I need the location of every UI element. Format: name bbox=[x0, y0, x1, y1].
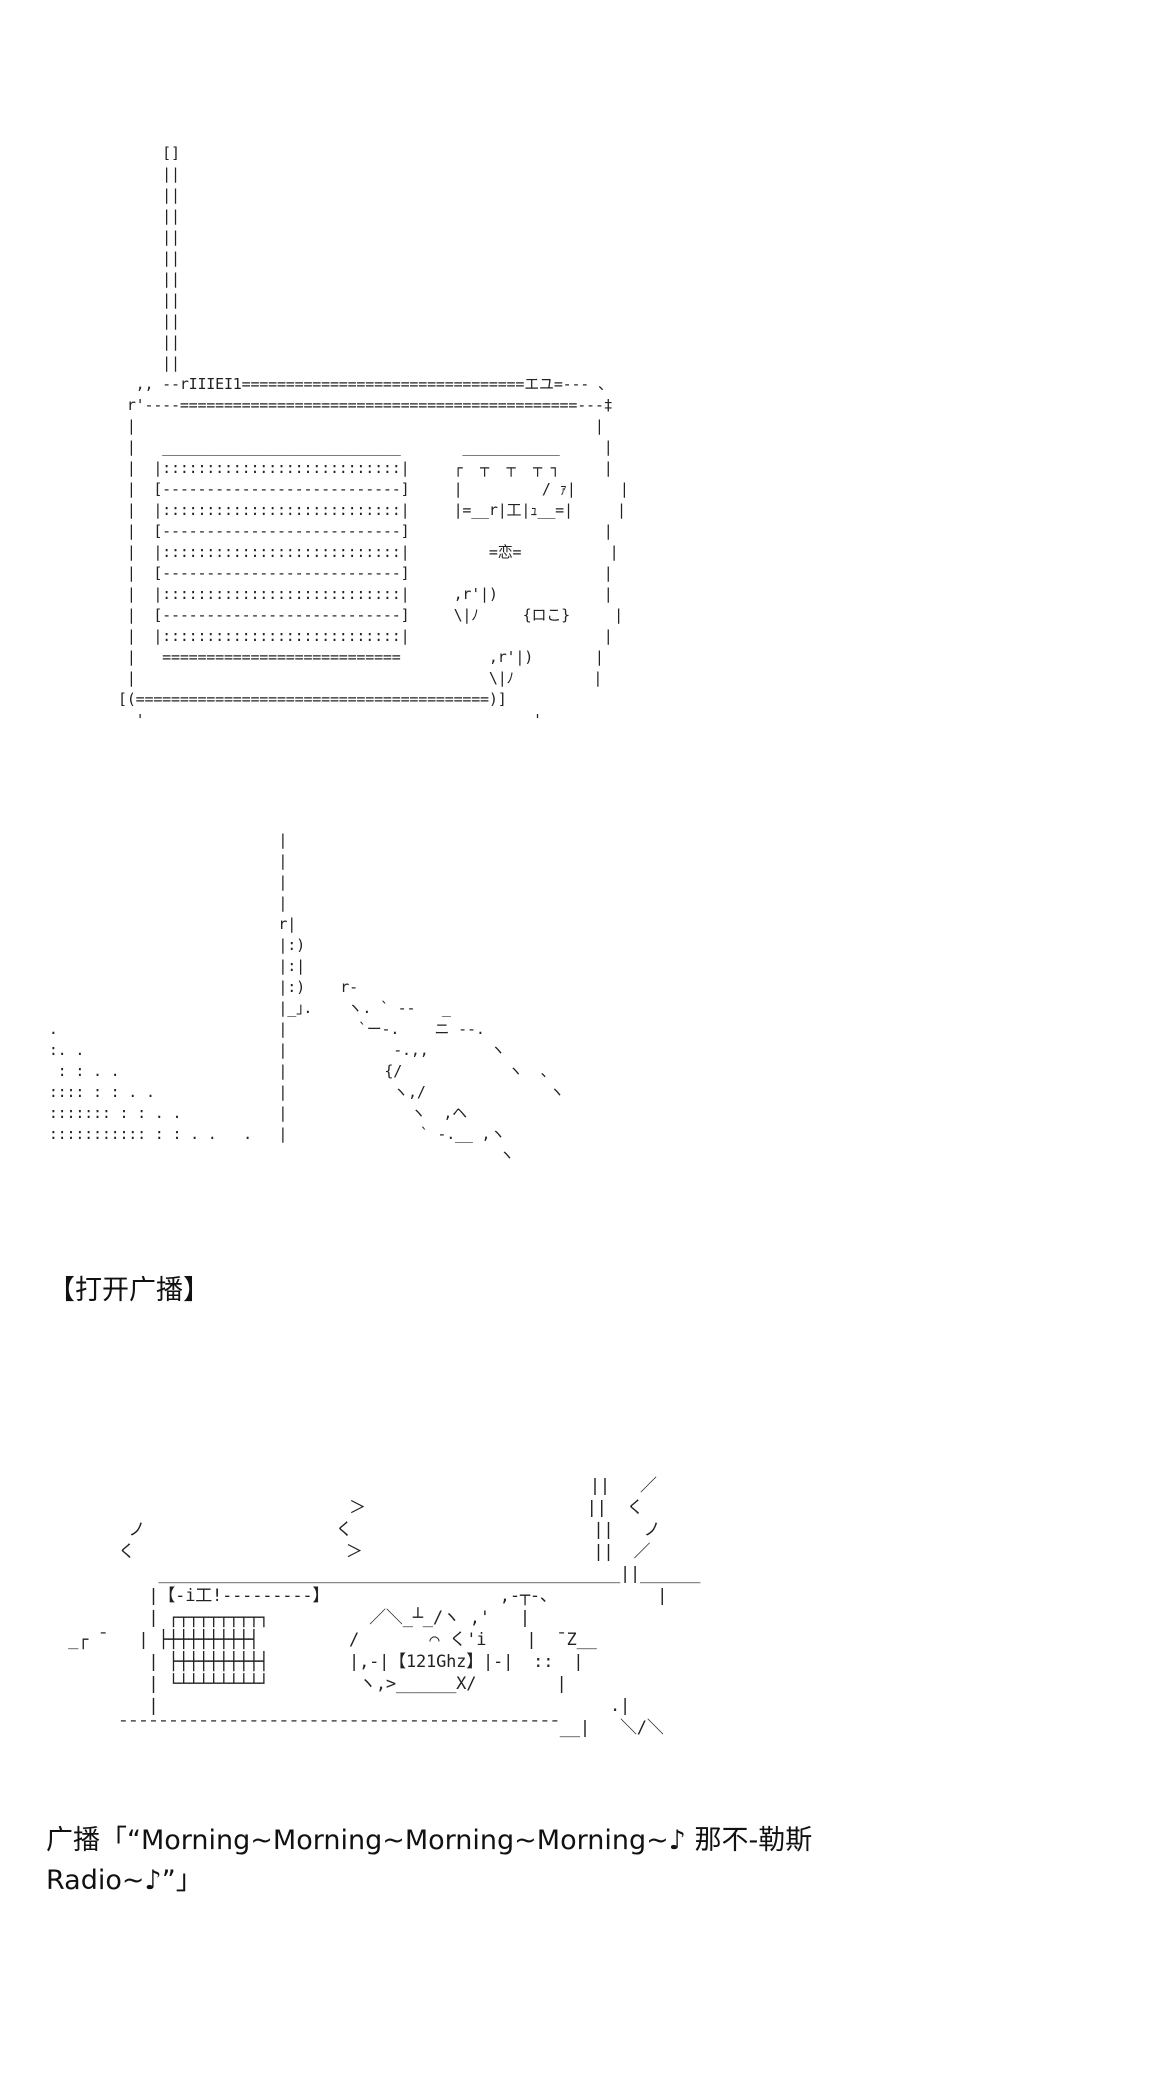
radio-dialogue: 广播「“Morning~Morning~Morning~Morning~♪ 那不… bbox=[46, 1821, 812, 1901]
hand-switch-ascii-art: | | | | r| |:) |:| bbox=[48, 831, 565, 1164]
dialogue-line-2: Radio~♪”」 bbox=[46, 1865, 203, 1896]
caption-open-radio: 【打开广播】 bbox=[48, 1275, 210, 1306]
dialogue-line-1: 广播「“Morning~Morning~Morning~Morning~♪ 那不… bbox=[46, 1825, 813, 1856]
radio-ascii-art: [] || || || || || || || || || || ,, --rI… bbox=[118, 144, 629, 729]
radio-broadcasting-ascii-art: || ／ ＞ || く ノ く || ノ く ＞ || ／ ____ bbox=[68, 1476, 701, 1738]
